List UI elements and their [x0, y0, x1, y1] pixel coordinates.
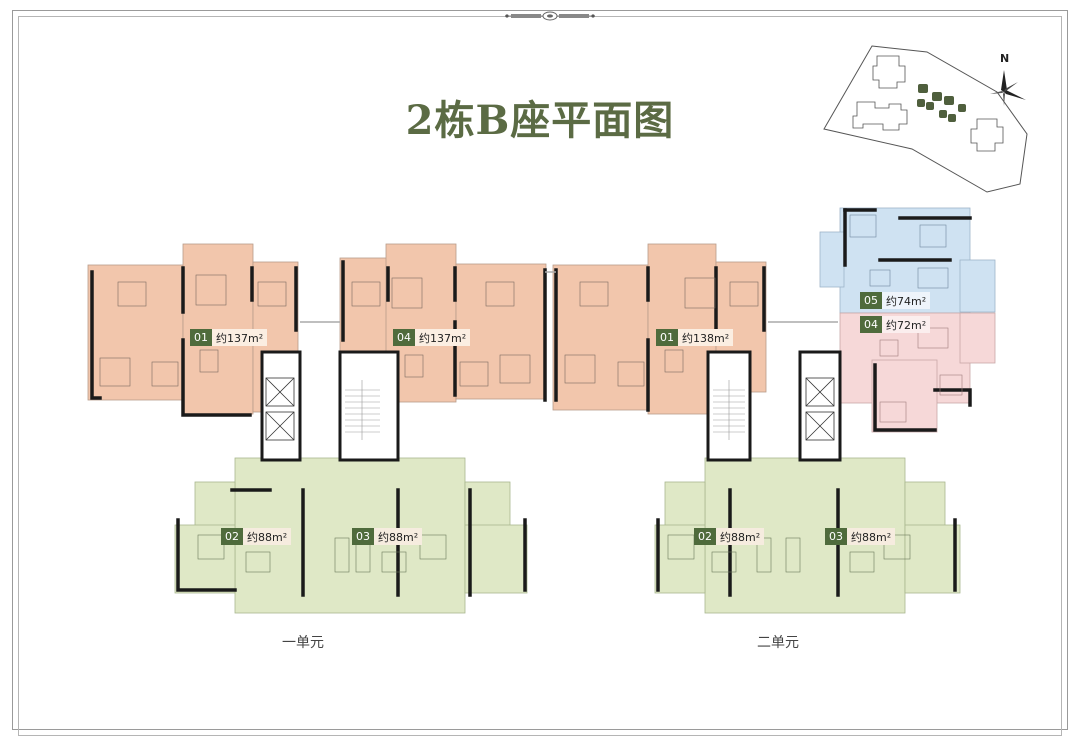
unit-01-left-block	[87, 243, 547, 415]
unit-label: 02 约88m²	[694, 528, 765, 545]
unit-label: 03 约88m²	[825, 528, 896, 545]
unit-number: 02	[221, 528, 243, 545]
unit-label: 02 约88m²	[221, 528, 292, 545]
unit-02-03-left-block	[174, 457, 528, 614]
unit-area: 约138m²	[678, 329, 734, 346]
unit-area: 约88m²	[716, 528, 765, 545]
compass-rose-icon	[990, 70, 1026, 106]
unit-number: 03	[352, 528, 374, 545]
unit-area: 约72m²	[882, 316, 931, 333]
unit-label: 01 约137m²	[190, 329, 268, 346]
unit-area: 约88m²	[243, 528, 292, 545]
unit-number: 01	[656, 329, 678, 346]
floor-plan	[87, 207, 996, 614]
unit-label: 03 约88m²	[352, 528, 423, 545]
site-map: N	[823, 45, 1028, 193]
unit-number: 04	[393, 329, 415, 346]
section-label-unit-2: 二单元	[757, 635, 799, 651]
page-title: 2栋B座平面图	[405, 97, 675, 144]
unit-area: 约137m²	[212, 329, 268, 346]
unit-area: 约74m²	[882, 292, 931, 309]
unit-area: 约88m²	[847, 528, 896, 545]
unit-number: 03	[825, 528, 847, 545]
unit-number: 05	[860, 292, 882, 309]
unit-number: 01	[190, 329, 212, 346]
unit-label: 01 约138m²	[656, 329, 734, 346]
unit-area: 约88m²	[374, 528, 423, 545]
header-ornament	[505, 11, 595, 21]
unit-label: 04 约72m²	[860, 316, 931, 333]
unit-number: 02	[694, 528, 716, 545]
compass-north-label: N	[1000, 52, 1009, 65]
section-label-unit-1: 一单元	[282, 635, 324, 651]
unit-number: 04	[860, 316, 882, 333]
unit-area: 约137m²	[415, 329, 471, 346]
unit-label: 04 约137m²	[393, 329, 471, 346]
unit-label: 05 约74m²	[860, 292, 931, 309]
